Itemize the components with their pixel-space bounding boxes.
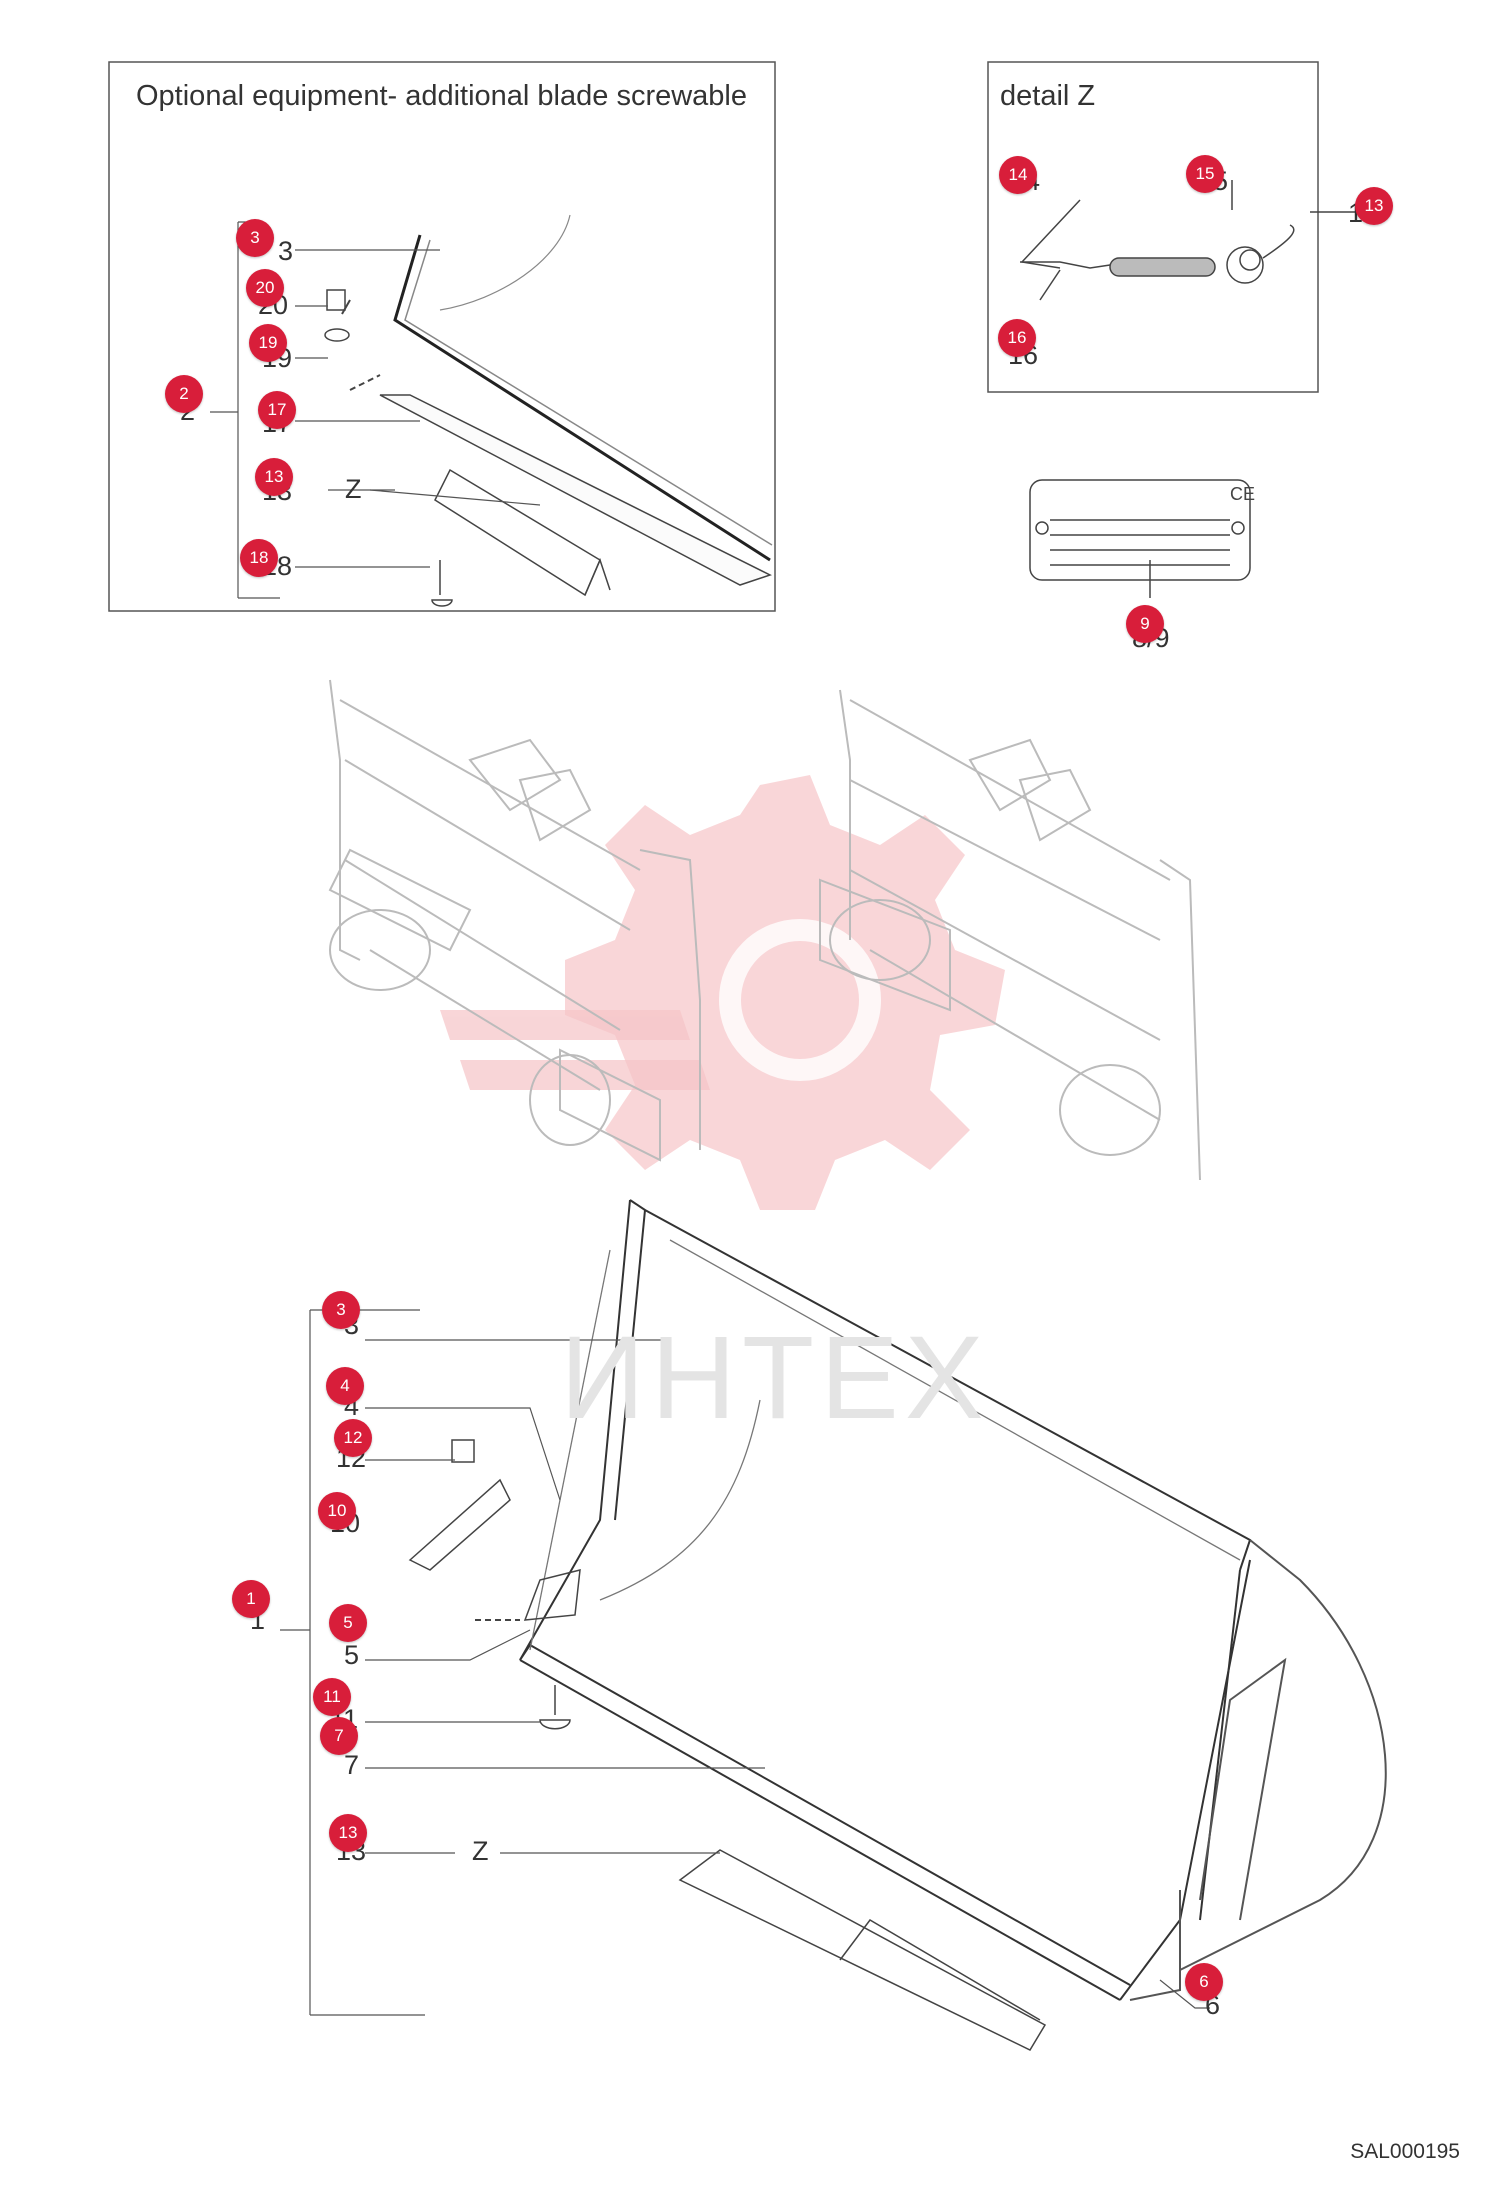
detail-z-title: detail Z bbox=[1000, 80, 1096, 112]
svg-text:CE: CE bbox=[1230, 484, 1255, 504]
optional-equipment-frame bbox=[108, 61, 776, 612]
leader-lines-bottom bbox=[280, 1309, 1210, 2016]
callout-badge[interactable]: 12 bbox=[334, 1419, 372, 1457]
callout-badge[interactable]: 13 bbox=[255, 458, 293, 496]
callout-badge[interactable]: 1 bbox=[232, 1580, 270, 1618]
nameplate: CE bbox=[1029, 479, 1255, 598]
callout-badge[interactable]: 19 bbox=[249, 324, 287, 362]
callout-badge[interactable]: 17 bbox=[258, 391, 296, 429]
callout-badge[interactable]: 6 bbox=[1185, 1963, 1223, 2001]
watermark-stripes bbox=[440, 1010, 710, 1090]
bucket-sketch bbox=[408, 1199, 1387, 2051]
watermark-gear bbox=[565, 775, 1005, 1210]
callout-badge[interactable]: 3 bbox=[236, 219, 274, 257]
callout-badge[interactable]: 7 bbox=[320, 1717, 358, 1755]
spring-sketch bbox=[1020, 180, 1355, 301]
callout-badge[interactable]: 14 bbox=[999, 156, 1037, 194]
callout-badge[interactable]: 16 bbox=[998, 319, 1036, 357]
detail-z-frame bbox=[987, 61, 1319, 393]
callout-badge[interactable]: 4 bbox=[326, 1367, 364, 1405]
callout-badge[interactable]: 9 bbox=[1126, 605, 1164, 643]
hitch-frames bbox=[328, 679, 1201, 1181]
callout-badge[interactable]: 13 bbox=[329, 1814, 367, 1852]
drawing-code: SAL000195 bbox=[1350, 2140, 1460, 2163]
blade-sketch bbox=[324, 214, 773, 607]
label-3-top: 3 bbox=[278, 236, 294, 266]
label-5: 5 bbox=[344, 1640, 360, 1670]
callout-badge[interactable]: 2 bbox=[165, 375, 203, 413]
label-z-bottom: Z bbox=[472, 1836, 489, 1866]
callout-badge[interactable]: 11 bbox=[313, 1678, 351, 1716]
callout-badge[interactable]: 20 bbox=[246, 269, 284, 307]
watermark-ring bbox=[719, 919, 881, 1081]
label-7: 7 bbox=[344, 1750, 360, 1780]
callout-badge[interactable]: 18 bbox=[240, 539, 278, 577]
callout-badge[interactable]: 10 bbox=[318, 1492, 356, 1530]
optional-equipment-title: Optional equipment- additional blade scr… bbox=[136, 80, 747, 112]
callout-badge[interactable]: 3 bbox=[322, 1291, 360, 1329]
callout-badge[interactable]: 15 bbox=[1186, 155, 1224, 193]
callout-badge[interactable]: 13 bbox=[1355, 187, 1393, 225]
label-z-top: Z bbox=[345, 474, 362, 504]
callout-badge[interactable]: 5 bbox=[329, 1604, 367, 1642]
watermark-text: ИНТЕХ bbox=[560, 1312, 990, 1444]
